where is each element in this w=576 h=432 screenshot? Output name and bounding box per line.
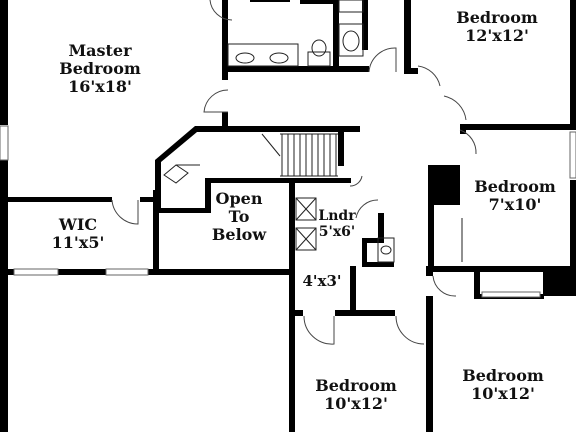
master-bedroom-name-line2: Bedroom: [59, 59, 141, 78]
staircase: [163, 133, 338, 184]
doors: [111, 0, 477, 345]
laundry-name: Lndr: [318, 208, 356, 224]
wic-name: WIC: [58, 215, 97, 234]
master-bedroom-size: 16'x18': [68, 77, 132, 96]
room-bedroom-e: Bedroom 7'x10': [474, 177, 556, 214]
room-wic: WIC 11'x5': [52, 215, 105, 252]
room-closet: 4'x3': [302, 272, 341, 290]
bedroom-se-name: Bedroom: [462, 366, 544, 385]
closet-size: 4'x3': [302, 272, 341, 290]
room-bedroom-ne: Bedroom 12'x12': [456, 8, 538, 45]
room-master-bedroom: Master Bedroom 16'x18': [59, 41, 141, 96]
bedroom-s-name: Bedroom: [315, 376, 397, 395]
bedroom-ne-name: Bedroom: [456, 8, 538, 27]
room-bedroom-s: Bedroom 10'x12': [315, 376, 397, 413]
bedroom-s-size: 10'x12': [324, 394, 388, 413]
area-open-to-below: Open To Below: [212, 189, 267, 244]
laundry-size: 5'x6': [319, 224, 355, 240]
master-bedroom-name-line1: Master: [68, 41, 132, 60]
room-bedroom-se: Bedroom 10'x12': [462, 366, 544, 403]
bedroom-e-name: Bedroom: [474, 177, 556, 196]
open-to-below-line2: To: [229, 207, 250, 226]
bedroom-e-size: 7'x10': [489, 195, 542, 214]
bath-fixtures: [227, 0, 395, 263]
open-to-below-line3: Below: [212, 225, 267, 244]
laundry-machines: [295, 197, 317, 251]
wic-size: 11'x5': [52, 233, 105, 252]
open-to-below-line1: Open: [216, 189, 263, 208]
windows: [0, 125, 576, 298]
bedroom-se-size: 10'x12': [471, 384, 535, 403]
bedroom-ne-size: 12'x12': [465, 26, 529, 45]
room-laundry: Lndr 5'x6': [318, 208, 356, 240]
